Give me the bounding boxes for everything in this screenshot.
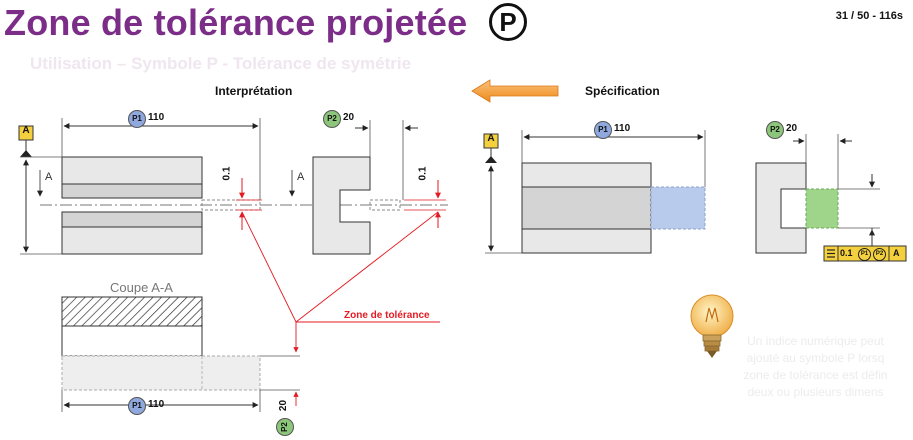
tip-line: deux ou plusieurs dimens — [747, 385, 884, 399]
interp-slot-block — [312, 156, 371, 255]
p2-badge-section: P2 — [276, 418, 294, 436]
spec-slot-block — [755, 162, 839, 254]
interp-left-block — [61, 156, 203, 255]
interpretation-heading: Interprétation — [215, 84, 293, 98]
p1-badge-section: P1 — [128, 397, 146, 415]
slide-title: Zone de tolérance projetée — [4, 2, 468, 43]
tip-line: ajouté au symbole P lorsq — [746, 351, 885, 365]
slide-counter: 31 / 50 - 116s — [835, 10, 903, 22]
p2-value-spec: 20 — [786, 123, 798, 134]
fcf-p2-circle: P2 — [873, 248, 886, 261]
spec-left-block — [521, 162, 706, 254]
slide-subtitle: Utilisation – Symbole P - Tolérance de s… — [30, 54, 412, 73]
p2-value-interp: 20 — [343, 112, 355, 123]
p1-badge-spec: P1 — [594, 121, 612, 139]
tolerance-zone-label: Zone de tolérance — [344, 310, 430, 321]
datum-a-label-interp: A — [22, 125, 30, 136]
datum-a-interp — [18, 125, 34, 157]
section-arrow-label-left: A — [45, 171, 53, 183]
fcf-datum: A — [893, 248, 900, 258]
tip-text: Un indice numérique peut ajouté au symbo… — [718, 333, 913, 401]
projected-tolerance-symbol: P — [489, 3, 527, 41]
tol-value-right: 0.1 — [417, 166, 429, 181]
tol-value-left: 0.1 — [221, 166, 233, 181]
p1-value-interp: 110 — [148, 112, 165, 123]
specification-heading: Spécification — [585, 84, 660, 98]
section-arrow-label-right: A — [297, 171, 305, 183]
p1-value-section: 110 — [148, 399, 165, 410]
cut-label: Coupe A-A — [110, 280, 173, 295]
datum-a-label-spec: A — [487, 133, 495, 144]
lightbulb-icon — [690, 294, 734, 358]
p1-value-spec: 110 — [614, 123, 631, 134]
tip-line: zone de tolérance est défin — [743, 368, 888, 382]
section-a-a — [61, 296, 300, 412]
fcf-tolerance-value: 0.1 — [840, 248, 853, 258]
direction-arrow — [471, 79, 559, 103]
tip-line: Un indice numérique peut — [747, 334, 884, 348]
tolerance-zone-leaders — [241, 211, 440, 406]
p2-badge-spec: P2 — [766, 121, 784, 139]
projected-zone-outline-left — [201, 199, 261, 211]
fcf-p1-circle: P1 — [858, 248, 871, 261]
p1-badge-interp: P1 — [128, 110, 146, 128]
p2-badge-interp: P2 — [323, 110, 341, 128]
p2-value-section: 20 — [278, 399, 290, 412]
datum-a-spec — [483, 133, 499, 163]
